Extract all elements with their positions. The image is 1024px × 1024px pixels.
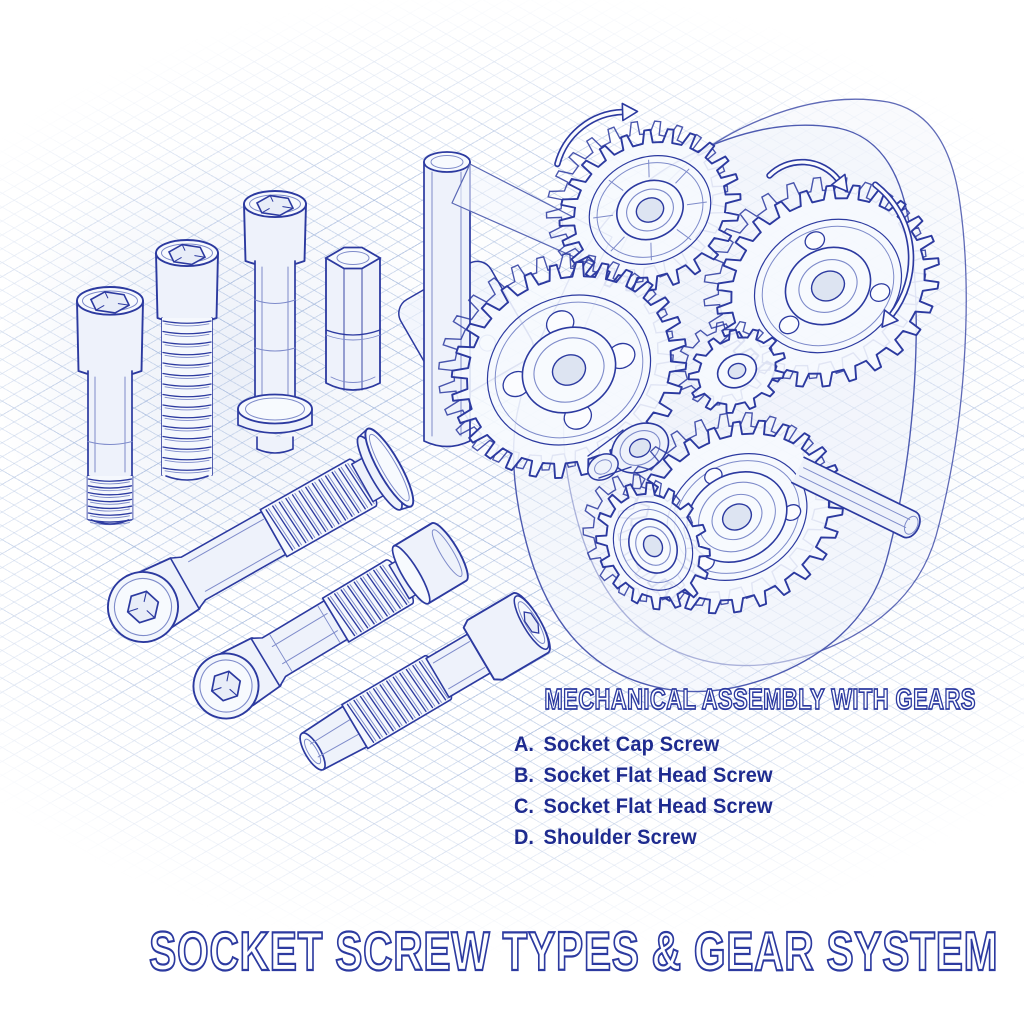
screw-diag-2 (192, 522, 469, 720)
page-title: SOCKET SCREW TYPES & GEAR SYSTEM (0, 919, 1024, 983)
legend-item-a: A. Socket Cap Screw (514, 729, 978, 760)
item-name: Shoulder Screw (543, 825, 697, 849)
assembly-legend: MECHANICAL ASSEMBLY WITH GEARS A. Socket… (482, 683, 1002, 853)
gear-bottom (561, 455, 731, 630)
legend-item-d: D. Shoulder Screw (514, 822, 978, 853)
gear-left (400, 213, 724, 518)
page-title-text: SOCKET SCREW TYPES & GEAR SYSTEM (148, 919, 999, 983)
screw-c (237, 190, 313, 454)
screw-diag-1 (107, 427, 415, 643)
item-name: Socket Flat Head Screw (543, 794, 773, 818)
legend-item-c: C. Socket Flat Head Screw (514, 791, 978, 822)
item-name: Socket Cap Screw (543, 732, 720, 756)
screw-diag-3 (299, 592, 551, 771)
gear-top-right (668, 139, 975, 425)
assembly-items: A. Socket Cap Screw B. Socket Flat Head … (514, 729, 978, 853)
item-label: C. (514, 794, 534, 818)
gear-cluster (662, 306, 799, 428)
screw-a (76, 286, 144, 526)
item-name: Socket Flat Head Screw (543, 763, 773, 787)
assembly-heading: MECHANICAL ASSEMBLY WITH GEARS (544, 683, 976, 717)
arrow-2-rotation-arrow-icon (766, 158, 849, 193)
gear-top (520, 92, 767, 320)
item-label: A. (514, 732, 534, 756)
screw-b (155, 239, 219, 481)
item-label: D. (514, 825, 534, 849)
center-hub (587, 422, 670, 481)
arrow-3-rotation-arrow-icon (872, 181, 915, 328)
output-shaft (791, 456, 921, 539)
screw-d (324, 246, 382, 391)
legend-item-b: B. Socket Flat Head Screw (514, 760, 978, 791)
item-label: B. (514, 763, 534, 787)
arrow-1-rotation-arrow-icon (554, 102, 639, 168)
